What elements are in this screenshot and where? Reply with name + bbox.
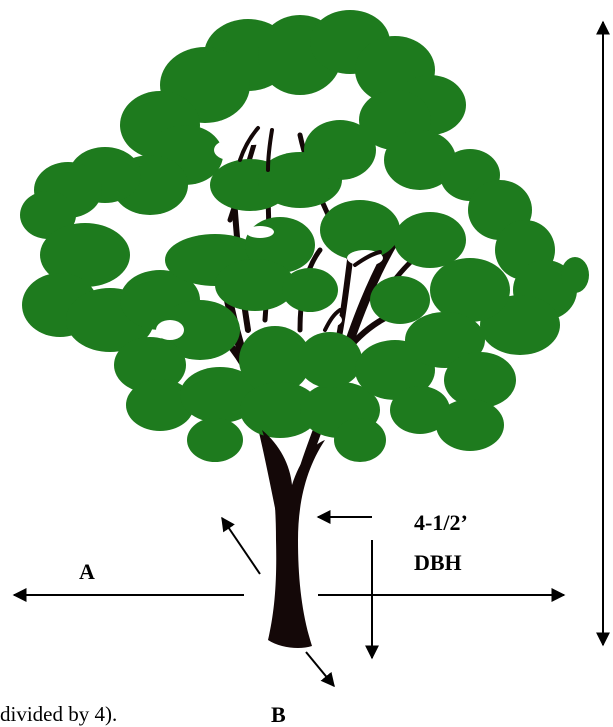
diagonal-up-arrow [222, 518, 260, 574]
caption-fragment: divided by 4). [0, 704, 117, 725]
tree-canopy [20, 10, 589, 462]
label-b: B [271, 704, 286, 726]
label-dbh: DBH [414, 552, 462, 574]
tree-trunk [262, 430, 325, 648]
label-dbh-height: 4-1/2’ [414, 512, 468, 534]
measure-b-arrow [306, 652, 334, 686]
label-a: A [79, 561, 95, 583]
